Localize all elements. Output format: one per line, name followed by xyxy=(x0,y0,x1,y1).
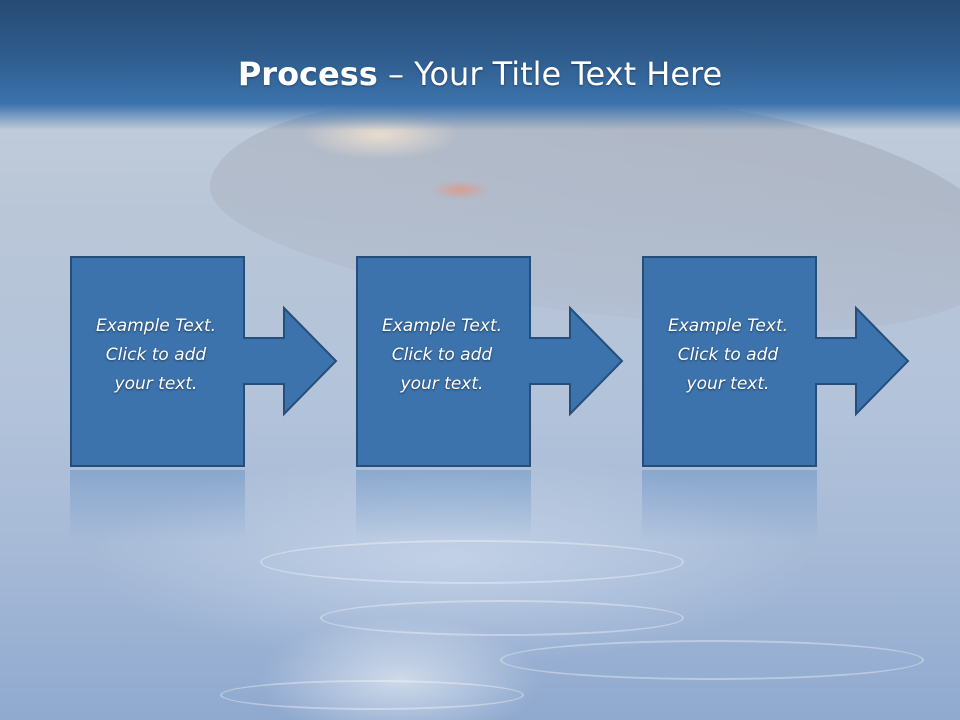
arrow-box-shape xyxy=(642,256,910,467)
arrow-box-shape xyxy=(356,256,624,467)
title-banner xyxy=(0,0,960,130)
slide-title[interactable]: Process – Your Title Text Here xyxy=(0,52,960,96)
arrow-box-shape xyxy=(70,256,338,467)
title-rest: – Your Title Text Here xyxy=(377,55,723,93)
process-step-1[interactable]: Example Text. Click to add your text. xyxy=(70,256,340,468)
step-text[interactable]: Example Text. Click to add your text. xyxy=(381,316,503,394)
water-ripple xyxy=(260,540,684,584)
step-text[interactable]: Example Text. Click to add your text. xyxy=(667,316,789,394)
step-reflection xyxy=(642,470,817,540)
title-bold: Process xyxy=(237,55,378,93)
step-reflection xyxy=(356,470,531,540)
process-step-2[interactable]: Example Text. Click to add your text. xyxy=(356,256,626,468)
process-step-3[interactable]: Example Text. Click to add your text. xyxy=(642,256,912,468)
water-ripple xyxy=(500,640,924,680)
water-ripple xyxy=(320,600,684,636)
step-text[interactable]: Example Text. Click to add your text. xyxy=(95,316,217,394)
water-ripple xyxy=(220,680,524,710)
hand-glow-red xyxy=(430,180,490,200)
step-reflection xyxy=(70,470,245,540)
